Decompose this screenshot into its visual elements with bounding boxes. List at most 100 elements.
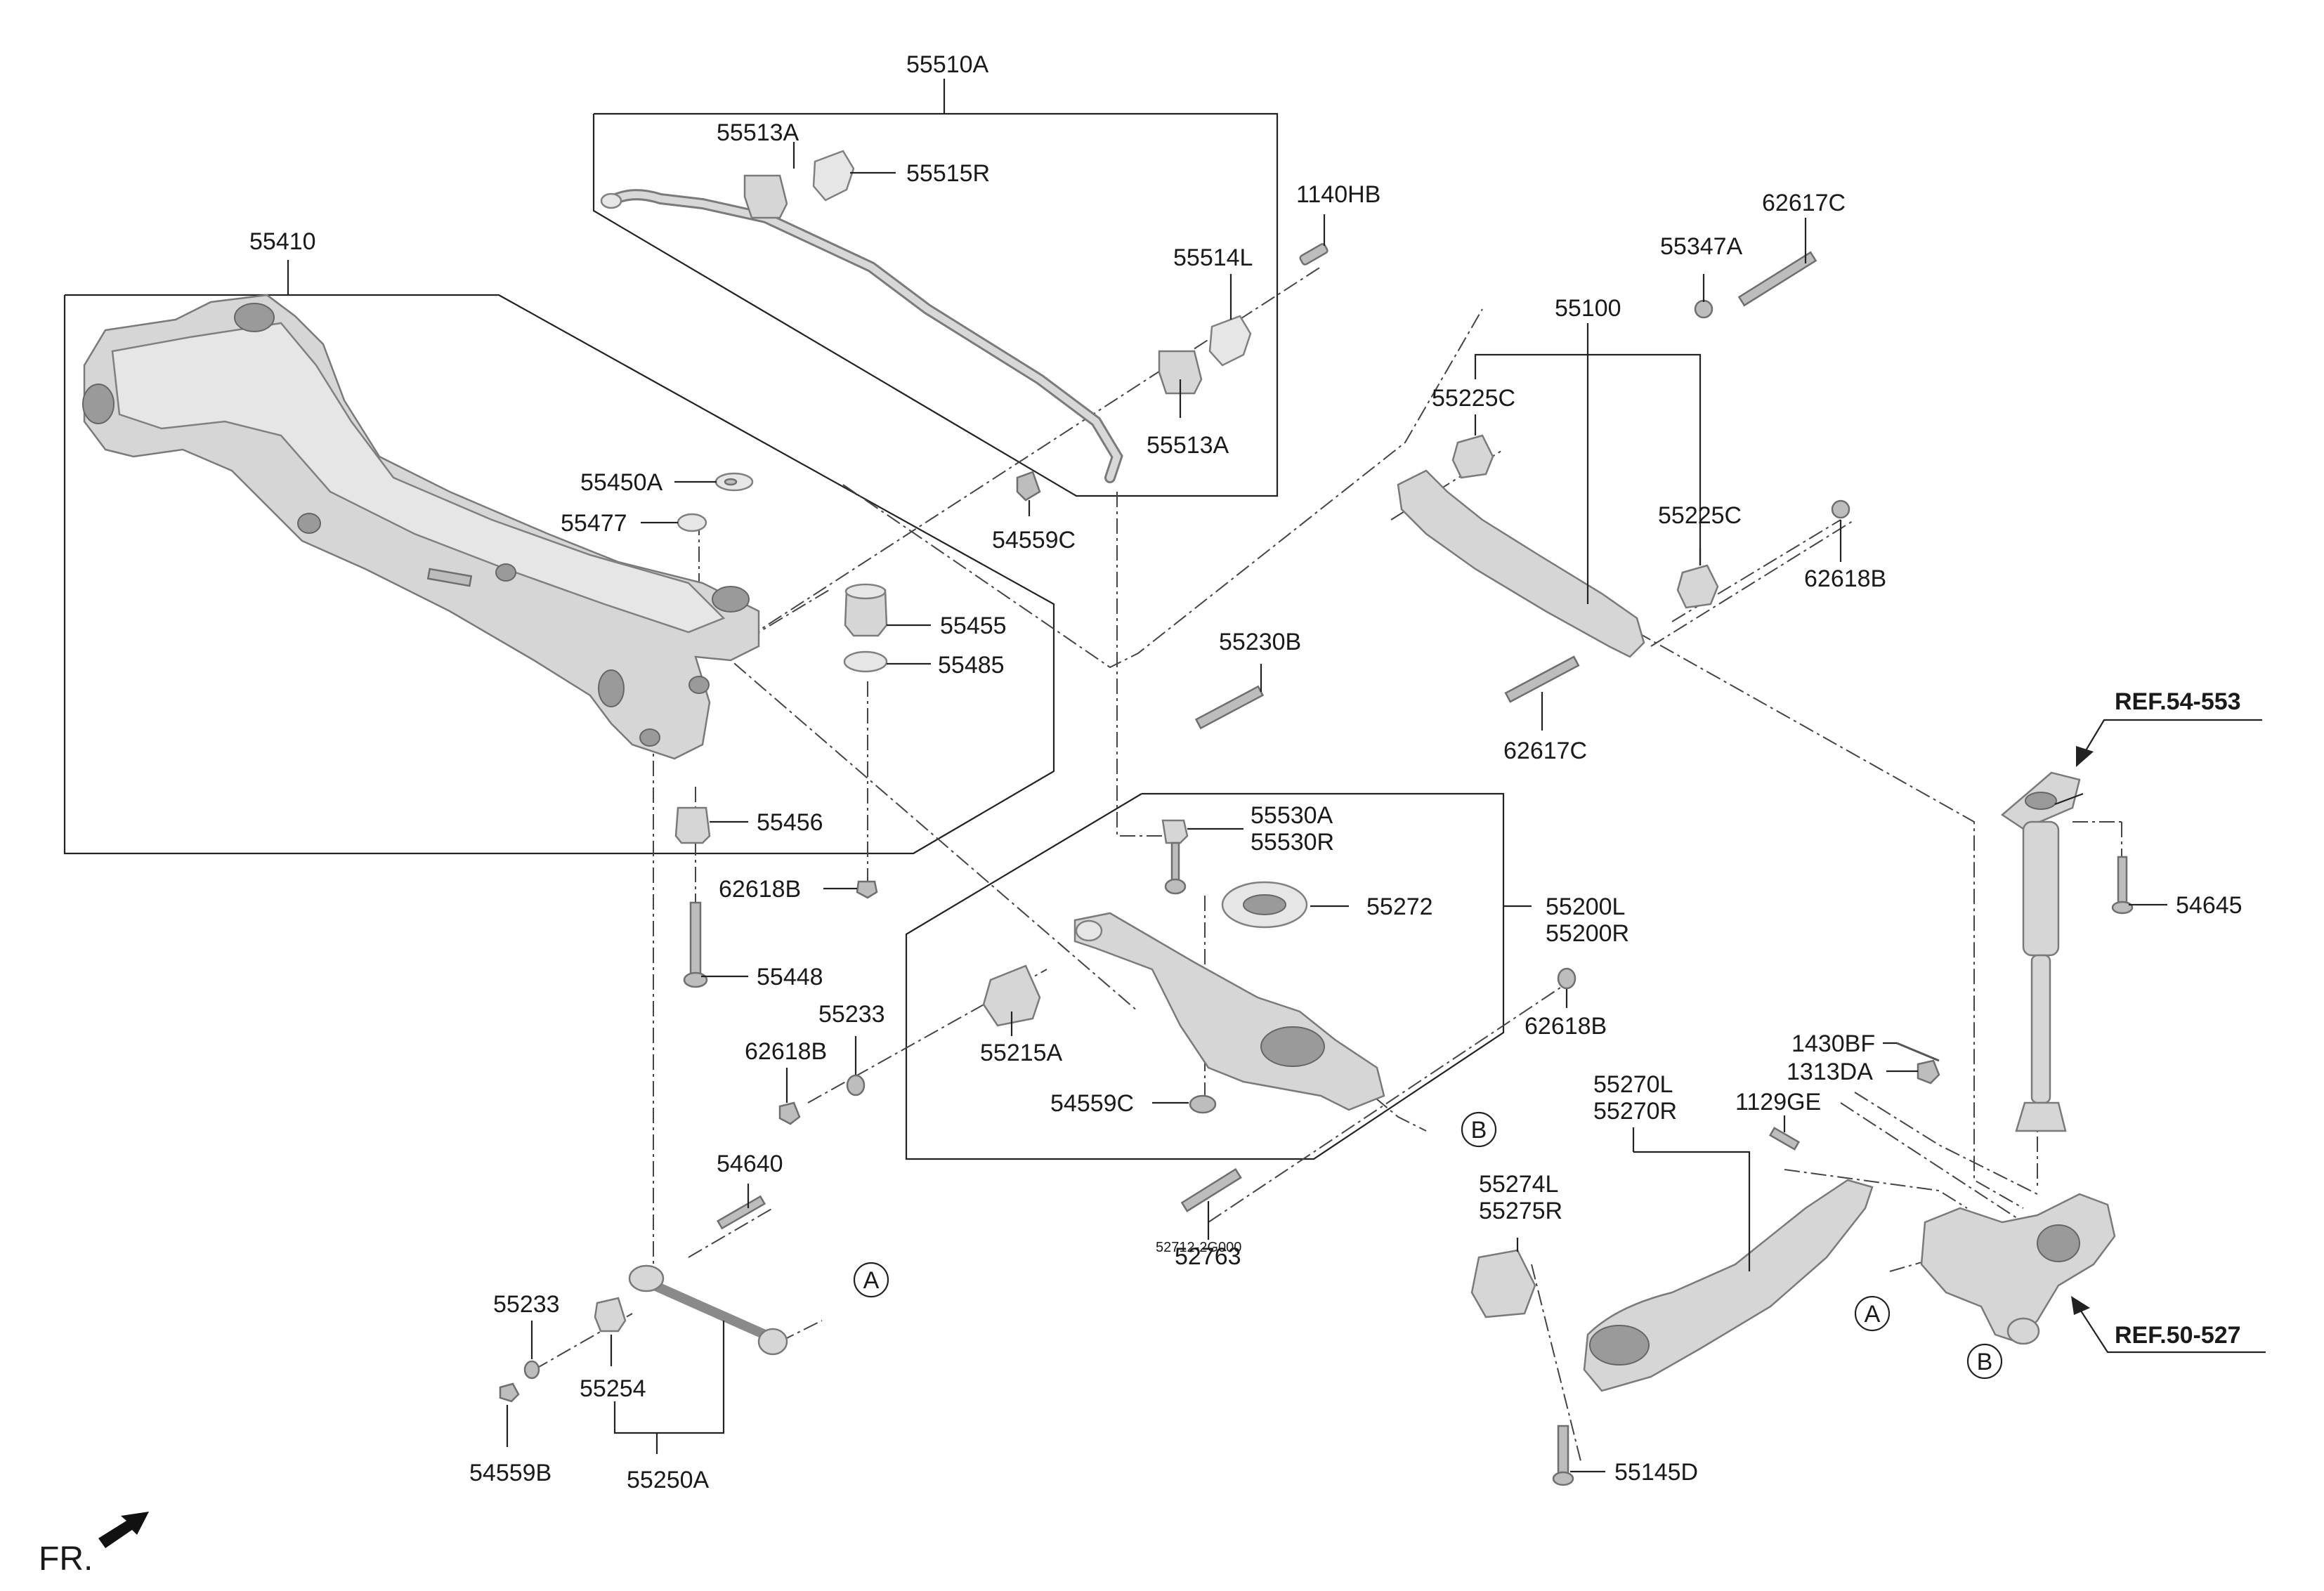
toe-link-inner-eye	[628, 1264, 665, 1292]
crossmember-mount-right	[598, 669, 625, 707]
label-55510A: 55510A	[906, 51, 989, 78]
bushing-55456	[674, 806, 711, 844]
label-55513A-top: 55513A	[717, 119, 799, 146]
shock-top-mount-hole	[2025, 792, 2057, 810]
lower-arm-spring-seat	[1260, 1026, 1325, 1067]
label-52763: 52763	[1175, 1243, 1241, 1270]
lower-arm-55200	[778, 685, 1576, 1212]
nut-54559B	[499, 1382, 520, 1403]
bolt-54640	[716, 1195, 766, 1230]
label-55513A-bot: 55513A	[1147, 432, 1229, 459]
label-55100: 55100	[1555, 295, 1621, 322]
lower-arm-inner-eye	[1075, 919, 1103, 942]
front-label: FR.	[39, 1540, 93, 1578]
shock-body-lower	[2030, 954, 2051, 1104]
lower-arm-group-frame	[905, 792, 1505, 1160]
label-55272: 55272	[1366, 893, 1433, 920]
nut-62618B-left	[856, 880, 878, 899]
crossmember-bushing-hole-front-left	[234, 303, 275, 332]
parts	[82, 150, 2134, 1486]
knuckle-and-shock	[1768, 771, 2134, 1345]
nut-62618B-right	[1557, 967, 1576, 990]
crossmember-bushing-hole-rear	[712, 586, 750, 613]
stabilizer-bar-55510A	[600, 150, 1329, 502]
label-55515R: 55515R	[906, 160, 990, 187]
crossmember-hole-a	[297, 513, 321, 534]
crossmember-group-frame	[63, 294, 1055, 855]
label-55448: 55448	[757, 964, 823, 990]
link-55530A-top	[1161, 819, 1189, 844]
crossmember-stud	[426, 568, 473, 587]
washer-55233-low	[523, 1360, 540, 1380]
marker-b-mid	[1461, 1111, 1497, 1148]
label-1430BF: 1430BF	[1791, 1030, 1875, 1057]
label-55455: 55455	[940, 613, 1007, 639]
stabilizer-bracket-lower	[1208, 315, 1252, 367]
bushing-55274L	[1470, 1249, 1536, 1318]
bolt-55448-shaft	[689, 901, 702, 978]
crossmember-mount-left	[82, 384, 115, 424]
label-55347A: 55347A	[1660, 233, 1743, 260]
trailing-arm-55270	[1470, 1179, 1874, 1486]
nut-62618B-top	[1831, 499, 1850, 519]
label-52763-overprint: 52712-2G000	[1156, 1240, 1241, 1255]
bolt-52763	[1180, 1167, 1242, 1212]
stabilizer-bar-rod-highlight	[608, 191, 1121, 481]
label-55410: 55410	[249, 228, 316, 255]
label-55456: 55456	[757, 809, 823, 836]
crossmember-55410	[82, 294, 760, 760]
label-55477: 55477	[561, 510, 627, 537]
marker-a-right-text: A	[1865, 1301, 1881, 1328]
ref-arrows	[2071, 719, 2266, 1354]
bolt-55448-head	[683, 971, 708, 988]
label-62617C-top: 62617C	[1762, 190, 1846, 216]
label-1129GE: 1129GE	[1735, 1089, 1821, 1115]
label-54640: 54640	[717, 1151, 783, 1177]
washer-55450A-hole	[724, 478, 738, 486]
knuckle-hub-bore	[2037, 1224, 2080, 1262]
label-55514L: 55514L	[1173, 244, 1253, 271]
bushing-55225C-top	[1451, 434, 1494, 479]
toe-link-55250A	[499, 1195, 788, 1403]
label-55485: 55485	[938, 652, 1005, 679]
upper-arm-body	[1397, 469, 1645, 658]
label-54559C-mid: 54559C	[1050, 1090, 1134, 1117]
bolt-1140HB	[1299, 243, 1329, 266]
label-55270L: 55270L	[1593, 1071, 1673, 1098]
label-55225C-top: 55225C	[1432, 385, 1515, 412]
crossmember-top-face	[111, 322, 726, 634]
stabilizer-bushing-upper	[743, 174, 788, 219]
upper-arm-55100	[1397, 251, 1850, 703]
washer-55485	[843, 650, 888, 673]
label-55530A: 55530A	[1251, 802, 1333, 829]
pin-1430BF	[1896, 1042, 1940, 1062]
leader-lines	[287, 142, 2167, 1473]
toe-link-rod	[641, 1277, 778, 1343]
label-62618B-left: 62618B	[719, 876, 801, 903]
label-55250A: 55250A	[627, 1467, 710, 1493]
crossmember-hole-c	[688, 676, 710, 694]
trailing-arm-eye	[1589, 1325, 1650, 1366]
washer-55233-mid	[846, 1074, 866, 1096]
ref-knuckle-arrowhead	[2071, 1296, 2090, 1315]
bushing-55215A	[982, 964, 1041, 1027]
spring-pad-55272-hole	[1243, 894, 1286, 915]
label-54645: 54645	[2176, 892, 2243, 919]
label-ref-knuckle: REF.50-527	[2115, 1322, 2241, 1349]
label-54559C-top: 54559C	[992, 527, 1076, 554]
bolt-62617C-bot	[1504, 655, 1580, 703]
shock-bottom-eye	[2015, 1101, 2067, 1132]
label-1313DA: 1313DA	[1787, 1059, 1873, 1085]
label-55450A: 55450A	[580, 469, 663, 496]
label-55225C-right: 55225C	[1658, 502, 1742, 529]
washer-55347A	[1694, 299, 1713, 319]
stabilizer-bar-rod	[606, 189, 1123, 483]
group-frames	[63, 79, 1505, 1160]
washer-55477	[677, 513, 707, 532]
part-labels: 55510A 55513A 55515R 1140HB 55514L 55513…	[249, 51, 2243, 1493]
bushing-55254	[594, 1297, 627, 1333]
shock-body-upper	[2022, 820, 2060, 957]
bushing-55225C-right	[1676, 564, 1719, 609]
